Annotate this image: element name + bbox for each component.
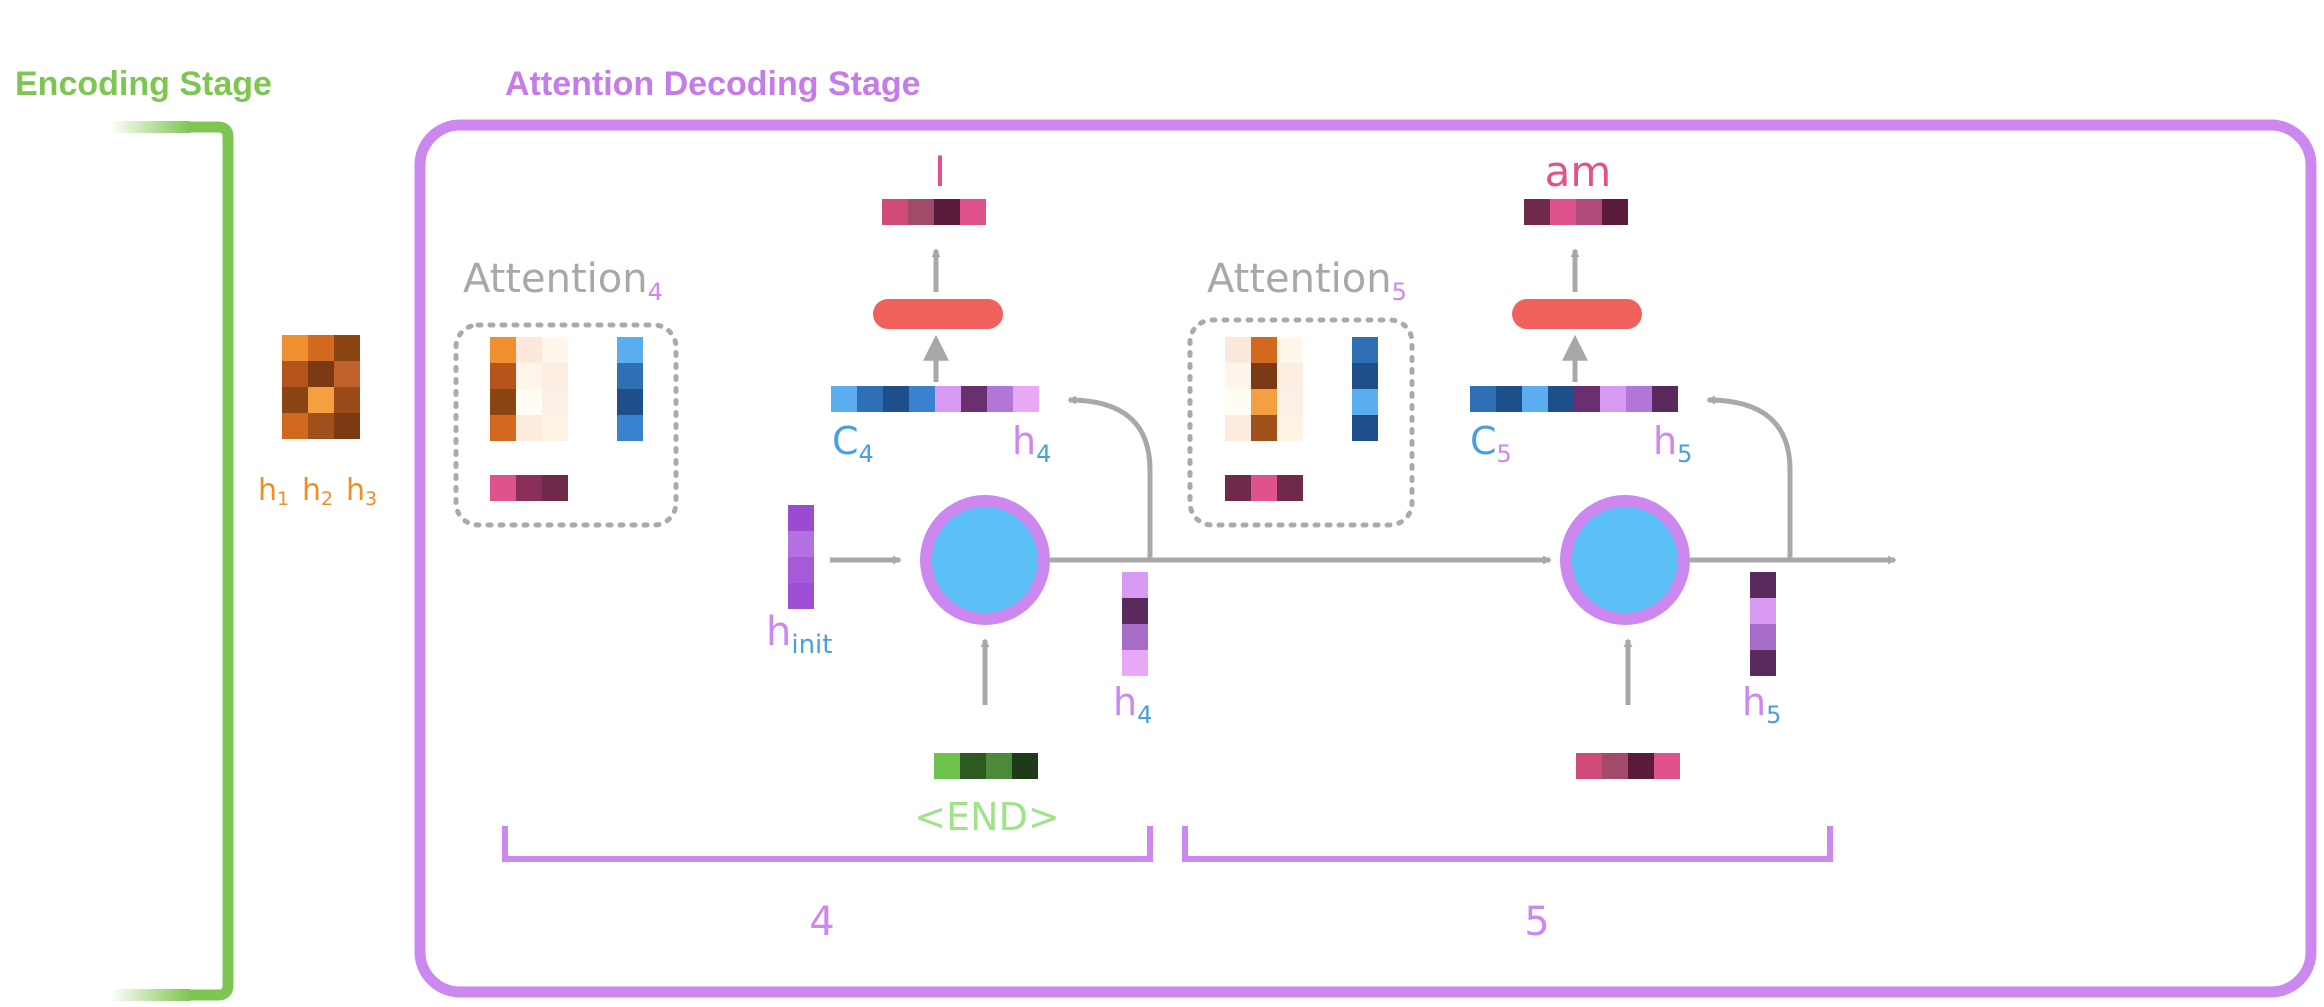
ffnn-4 [873, 299, 1003, 329]
input-5-vector [1576, 753, 1680, 779]
encoding-stage-title: Encoding Stage [15, 65, 272, 103]
attention-4-box [453, 322, 679, 528]
attention-5-context-vector [1352, 337, 1378, 441]
step-5-number: 5 [1524, 899, 1549, 945]
attention-5-weighted-hidden-states [1225, 337, 1303, 441]
context-5-label: C5 [1470, 419, 1512, 468]
attention-4-label: Attention4 [463, 256, 663, 306]
end-token-vector [934, 753, 1038, 779]
concat-5-vector [1470, 386, 1678, 412]
hidden-4-concat-label: h4 [1012, 419, 1051, 468]
output-4-vector [882, 199, 986, 225]
decoding-stage-title: Attention Decoding Stage [505, 65, 921, 103]
end-token-label: <END> [914, 795, 1059, 839]
output-word-am: am [1545, 147, 1612, 196]
attention-5-label: Attention5 [1207, 256, 1407, 306]
encoding-bracket [110, 121, 234, 1001]
rnn-cell-4 [920, 495, 1050, 625]
decoding-stage-frame [414, 119, 2317, 998]
hidden-4-label: h4 [1113, 680, 1152, 729]
output-5-vector [1524, 199, 1628, 225]
svg-text:h1: h1 [258, 473, 289, 510]
attention-4-query-vector [490, 475, 568, 501]
step-5-bracket [1182, 826, 1833, 862]
encoder-hidden-labels: h1 h2 h3 [258, 473, 377, 510]
h-init-vector [788, 505, 814, 609]
hidden-5-vector [1750, 572, 1776, 676]
concat-4-vector [831, 386, 1039, 412]
context-4-label: C4 [832, 419, 874, 468]
attention-5-query-vector [1225, 475, 1303, 501]
encoder-h3-label: h [346, 473, 365, 508]
arrow-h5-to-concat [1706, 395, 1793, 560]
hidden-5-label: h5 [1742, 680, 1781, 729]
arrow-h4-to-concat [1067, 395, 1153, 560]
step-4-number: 4 [809, 899, 834, 945]
svg-text:h3: h3 [346, 473, 377, 510]
h-init-label: hinit [766, 609, 832, 660]
attention-4-weighted-hidden-states [490, 337, 568, 441]
hidden-4-vector [1122, 572, 1148, 676]
attention-4-context-vector [617, 337, 643, 441]
step-4-bracket [502, 826, 1153, 862]
ffnn-5 [1512, 299, 1642, 329]
hidden-5-concat-label: h5 [1653, 419, 1692, 468]
svg-text:h2: h2 [302, 473, 333, 510]
encoder-hidden-states [282, 335, 360, 439]
rnn-cell-5 [1560, 495, 1690, 625]
encoder-h2-label: h [302, 473, 321, 508]
attention-5-box [1187, 317, 1415, 528]
encoder-h1-label: h [258, 473, 277, 508]
output-word-i: I [934, 147, 946, 196]
